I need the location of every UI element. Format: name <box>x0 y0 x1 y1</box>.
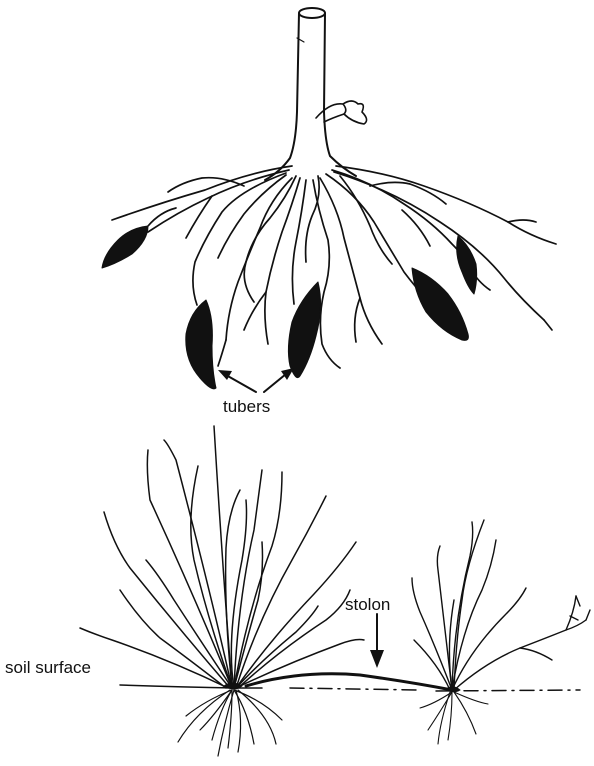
tuber-right <box>412 268 468 340</box>
soil-surface-label: soil surface <box>5 659 91 676</box>
fibrous-roots <box>112 166 556 368</box>
stolon <box>246 674 452 690</box>
tuber-center-left <box>186 300 216 389</box>
stolon-arrow <box>370 614 384 668</box>
grass-clump-small <box>412 520 590 690</box>
tubers <box>102 226 477 389</box>
soil-surface-line <box>120 685 580 691</box>
tubers-label: tubers <box>223 398 270 415</box>
tuber-far-right <box>457 236 477 294</box>
grass-clump-small-roots <box>420 692 488 744</box>
stem <box>265 8 356 180</box>
grass-clump-large <box>80 426 364 688</box>
tubers-arrow <box>218 368 294 392</box>
stolon-label: stolon <box>345 596 390 613</box>
tuber-left <box>102 226 148 268</box>
grass-clump-large-roots <box>178 690 282 756</box>
